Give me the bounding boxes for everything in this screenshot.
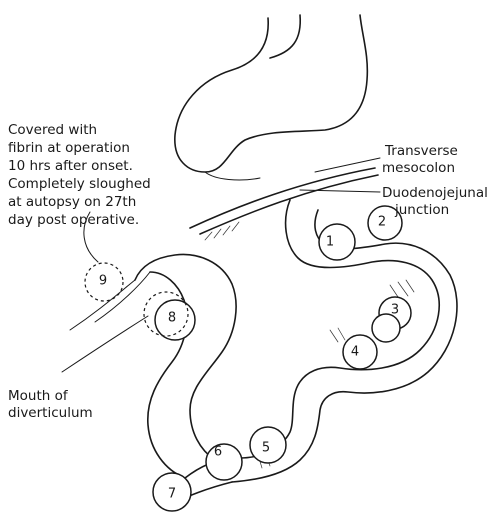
diverticulum-8: 8: [144, 292, 195, 340]
diverticulum-4: 4: [343, 335, 377, 369]
diverticulum-label: 9: [99, 274, 107, 289]
diverticulum-label: 7: [168, 487, 176, 502]
diverticulum-7: 7: [153, 473, 191, 511]
duodenojejunal-junction-label: Duodenojejunal junction: [382, 185, 491, 218]
stomach: [175, 15, 368, 180]
diverticulum-1: 1: [319, 224, 355, 260]
diverticulum-label: 1: [326, 235, 334, 250]
diverticulum-3: 3: [372, 297, 411, 342]
diverticulum-label: 5: [262, 441, 270, 456]
diverticulum-label: 3: [391, 303, 399, 318]
transverse-mesocolon-label: Transverse mesocolon: [382, 143, 462, 176]
diverticulum-label: 4: [351, 345, 359, 360]
fibrin-note: Covered with fibrin at operation 10 hrs …: [8, 122, 155, 228]
mouth-of-diverticulum-label: Mouth of diverticulum: [8, 388, 93, 421]
diverticulum-label: 8: [168, 311, 176, 326]
diverticulum-5: 5: [250, 427, 286, 463]
diverticulum-label: 6: [214, 445, 222, 460]
diverticulum-label: 2: [378, 215, 386, 230]
diverticulum-6: 6: [206, 444, 242, 480]
diverticulum-9: 9: [85, 263, 123, 301]
